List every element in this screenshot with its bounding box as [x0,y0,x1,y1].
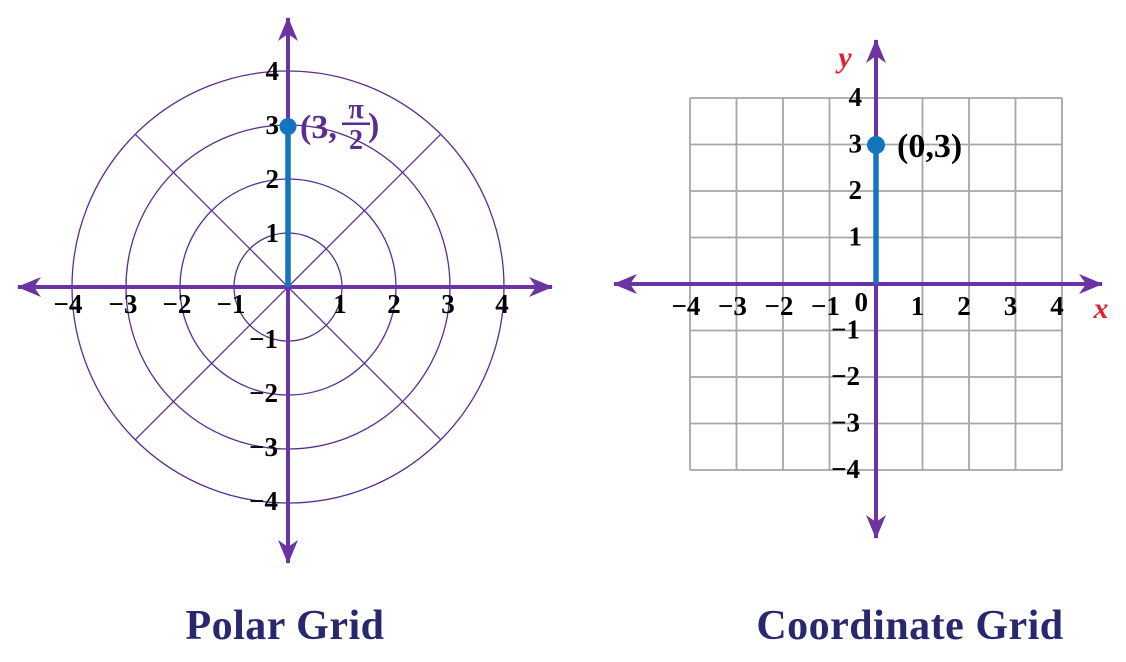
cartesian-x-tick: 1 [911,291,925,321]
x-axis-letter: x [1093,292,1109,325]
polar-point-label-close: ) [368,107,379,144]
polar-x-tick: −1 [217,289,246,319]
cartesian-y-tick: −3 [831,408,860,438]
cartesian-x-tick: 3 [1004,291,1018,321]
y-axis-letter: y [835,41,852,74]
cartesian-y-tick: −4 [831,454,860,484]
cartesian-y-tick: 4 [849,82,863,112]
cartesian-point-dot [867,136,885,154]
polar-point-dot [279,118,297,135]
cartesian-x-tick: 4 [1050,291,1064,321]
polar-y-tick: 1 [266,218,280,248]
cartesian-x-tick: −3 [718,291,747,321]
cartesian-x-tick: 2 [957,291,971,321]
polar-axes [17,16,553,564]
polar-y-tick: −4 [249,486,278,516]
origin-label: 0 [855,287,869,317]
polar-x-tick: −4 [54,289,83,319]
polar-y-tick: −3 [249,432,278,462]
cartesian-y-tick: 3 [849,129,863,159]
cartesian-y-tick-labels: 4 3 2 1 −1 −2 −3 −4 [831,82,862,484]
cartesian-point-label: (0,3) [897,128,962,165]
polar-point-label: (3, π 2 ) [300,94,379,156]
polar-x-tick: 4 [495,289,509,319]
cartesian-x-tick-labels: −4 −3 −2 −1 1 2 3 4 [672,291,1064,321]
coordinate-grid-title: Coordinate Grid [756,603,1064,649]
polar-point-label-open: (3, [300,109,337,146]
polar-x-tick: −2 [163,289,192,319]
polar-point-label-numerator: π [348,94,364,125]
polar-x-tick-labels: −4 −3 −2 −1 1 2 3 4 [54,289,509,319]
coordinate-grid-plot: −4 −3 −2 −1 1 2 3 4 0 4 3 2 1 −1 −2 −3 −… [613,39,1109,539]
polar-y-tick: 2 [266,164,280,194]
cartesian-y-tick: −1 [831,315,860,345]
polar-y-tick-labels: 4 3 2 1 −1 −2 −3 −4 [249,56,279,516]
polar-grid-plot: −4 −3 −2 −1 1 2 3 4 4 3 2 1 −1 −2 −3 −4 … [17,16,553,564]
polar-point-label-denominator: 2 [349,125,363,156]
polar-grid-title: Polar Grid [185,603,385,649]
cartesian-x-tick: −2 [765,291,794,321]
cartesian-y-tick: −2 [831,361,860,391]
polar-x-tick: 2 [387,289,401,319]
polar-y-tick: 3 [266,110,280,140]
cartesian-x-tick: −1 [811,291,840,321]
polar-y-tick: −1 [249,324,278,354]
cartesian-y-tick: 1 [849,222,863,252]
cartesian-x-tick: −4 [672,291,701,321]
cartesian-axes [613,39,1103,539]
polar-x-tick: 1 [333,289,347,319]
polar-x-tick: −3 [109,289,138,319]
polar-x-tick: 3 [441,289,455,319]
cartesian-y-tick: 2 [849,175,863,205]
polar-y-tick: −2 [249,378,278,408]
polar-y-tick: 4 [266,56,280,86]
